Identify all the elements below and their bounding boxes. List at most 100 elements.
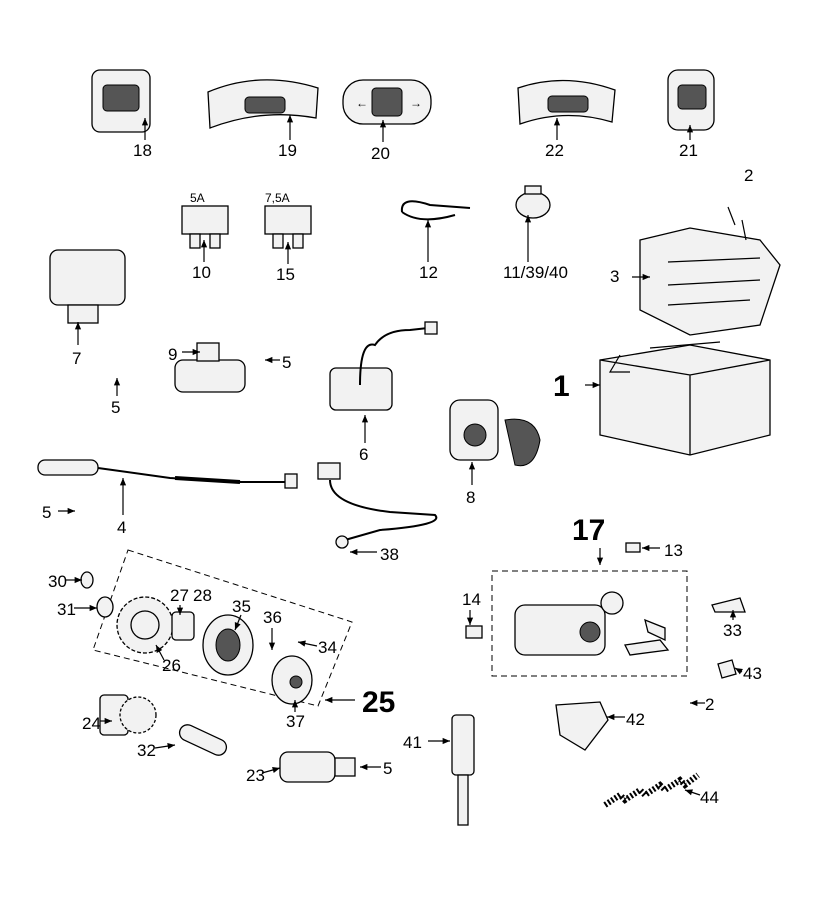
arrowhead-icon	[350, 548, 358, 556]
fuse-15	[264, 205, 312, 249]
switch-18	[91, 69, 151, 133]
arrowhead-icon	[379, 120, 387, 128]
arrowhead-icon	[735, 668, 743, 675]
arrowhead-icon	[156, 645, 163, 653]
callout-5: 5	[42, 503, 51, 522]
arrowhead-icon	[690, 699, 698, 707]
callout-14: 14	[462, 590, 481, 609]
callout-26: 26	[162, 656, 181, 675]
arrowhead-icon	[234, 622, 241, 630]
arrowhead-icon	[104, 717, 112, 725]
callout-12: 12	[419, 263, 438, 282]
bolt-14	[465, 625, 483, 639]
arrowhead-icon	[686, 125, 694, 133]
callout-35: 35	[232, 597, 251, 616]
fuse-10	[181, 205, 229, 249]
callout-5: 5	[282, 353, 291, 372]
callout-21: 21	[679, 141, 698, 160]
switch-21	[667, 69, 715, 131]
callout-9: 9	[168, 345, 177, 364]
arrowhead-icon	[466, 617, 474, 625]
arrowhead-icon	[607, 713, 615, 721]
callout-25: 25	[362, 686, 395, 719]
battery-1	[599, 341, 771, 456]
arrowhead-icon	[642, 273, 650, 281]
callout-18: 18	[133, 141, 152, 160]
ignition-coil-6	[329, 321, 438, 411]
fuse-rating: 5A	[190, 191, 205, 205]
callout-31: 31	[57, 600, 76, 619]
arrowhead-icon	[200, 240, 208, 248]
arrowhead-icon	[167, 743, 175, 750]
arrowhead-icon	[272, 766, 280, 773]
key-33	[711, 597, 746, 613]
arrowhead-icon	[729, 610, 737, 618]
power-socket-8	[449, 399, 541, 467]
svg-text:←: ←	[356, 96, 368, 110]
arrowhead-icon	[119, 478, 127, 486]
callout-3: 3	[610, 267, 619, 286]
callout-44: 44	[700, 788, 719, 807]
stand-switch-41	[451, 714, 475, 826]
ground-wire-38	[317, 462, 438, 549]
cable-tie-12	[400, 200, 471, 221]
callout-7: 7	[72, 349, 81, 368]
callout-24: 24	[82, 714, 101, 733]
arrowhead-icon	[642, 544, 650, 552]
callout-10: 10	[192, 263, 211, 282]
arrowhead-icon	[442, 737, 450, 745]
callout-20: 20	[371, 144, 390, 163]
callout-42: 42	[626, 710, 645, 729]
bearing-27	[171, 611, 195, 641]
arrowhead-icon	[74, 576, 82, 584]
arrowhead-icon	[424, 220, 432, 228]
sensor-4	[37, 459, 298, 489]
arrowhead-icon	[360, 763, 368, 771]
callout-32: 32	[137, 741, 156, 760]
gear-24	[99, 694, 157, 736]
pin-32	[178, 724, 228, 756]
arrowhead-icon	[176, 607, 184, 615]
callout-28: 28	[193, 586, 212, 605]
callout-41: 41	[403, 733, 422, 752]
arrowhead-icon	[361, 415, 369, 423]
callout-33: 33	[723, 621, 742, 640]
callout-5: 5	[111, 398, 120, 417]
washer-31	[96, 596, 114, 618]
arrowhead-icon	[141, 118, 149, 126]
svg-text:→: →	[410, 96, 422, 110]
clip-43	[717, 659, 737, 679]
relay-9	[174, 342, 246, 393]
arrowhead-icon	[298, 640, 306, 647]
switch-19	[207, 79, 319, 129]
callout-8: 8	[466, 488, 475, 507]
hose-clamp-11	[515, 185, 551, 219]
regulator-7	[49, 249, 126, 324]
callout-37: 37	[286, 712, 305, 731]
arrowhead-icon	[284, 242, 292, 250]
callout-34: 34	[318, 638, 337, 657]
washer-30	[80, 571, 94, 589]
arrowhead-icon	[325, 696, 333, 704]
bracket-42	[555, 701, 609, 751]
callout-36: 36	[263, 608, 282, 627]
callout-4: 4	[117, 518, 126, 537]
arrowhead-icon	[291, 700, 299, 708]
callout-38: 38	[380, 545, 399, 564]
arrowhead-icon	[113, 378, 121, 386]
arrowhead-icon	[265, 356, 273, 364]
lock-set-17	[514, 591, 670, 656]
callout-1: 1	[553, 370, 570, 403]
starter-motor-23	[279, 751, 356, 783]
fuse-rating: 7,5A	[265, 191, 290, 205]
arrowhead-icon	[468, 462, 476, 470]
arrowhead-icon	[268, 642, 276, 650]
callout-27: 27	[170, 586, 189, 605]
callout-15: 15	[276, 265, 295, 284]
battery-cover-3	[639, 227, 781, 336]
arrowhead-icon	[553, 118, 561, 126]
callout-17: 17	[572, 514, 605, 547]
callout-13: 13	[664, 541, 683, 560]
